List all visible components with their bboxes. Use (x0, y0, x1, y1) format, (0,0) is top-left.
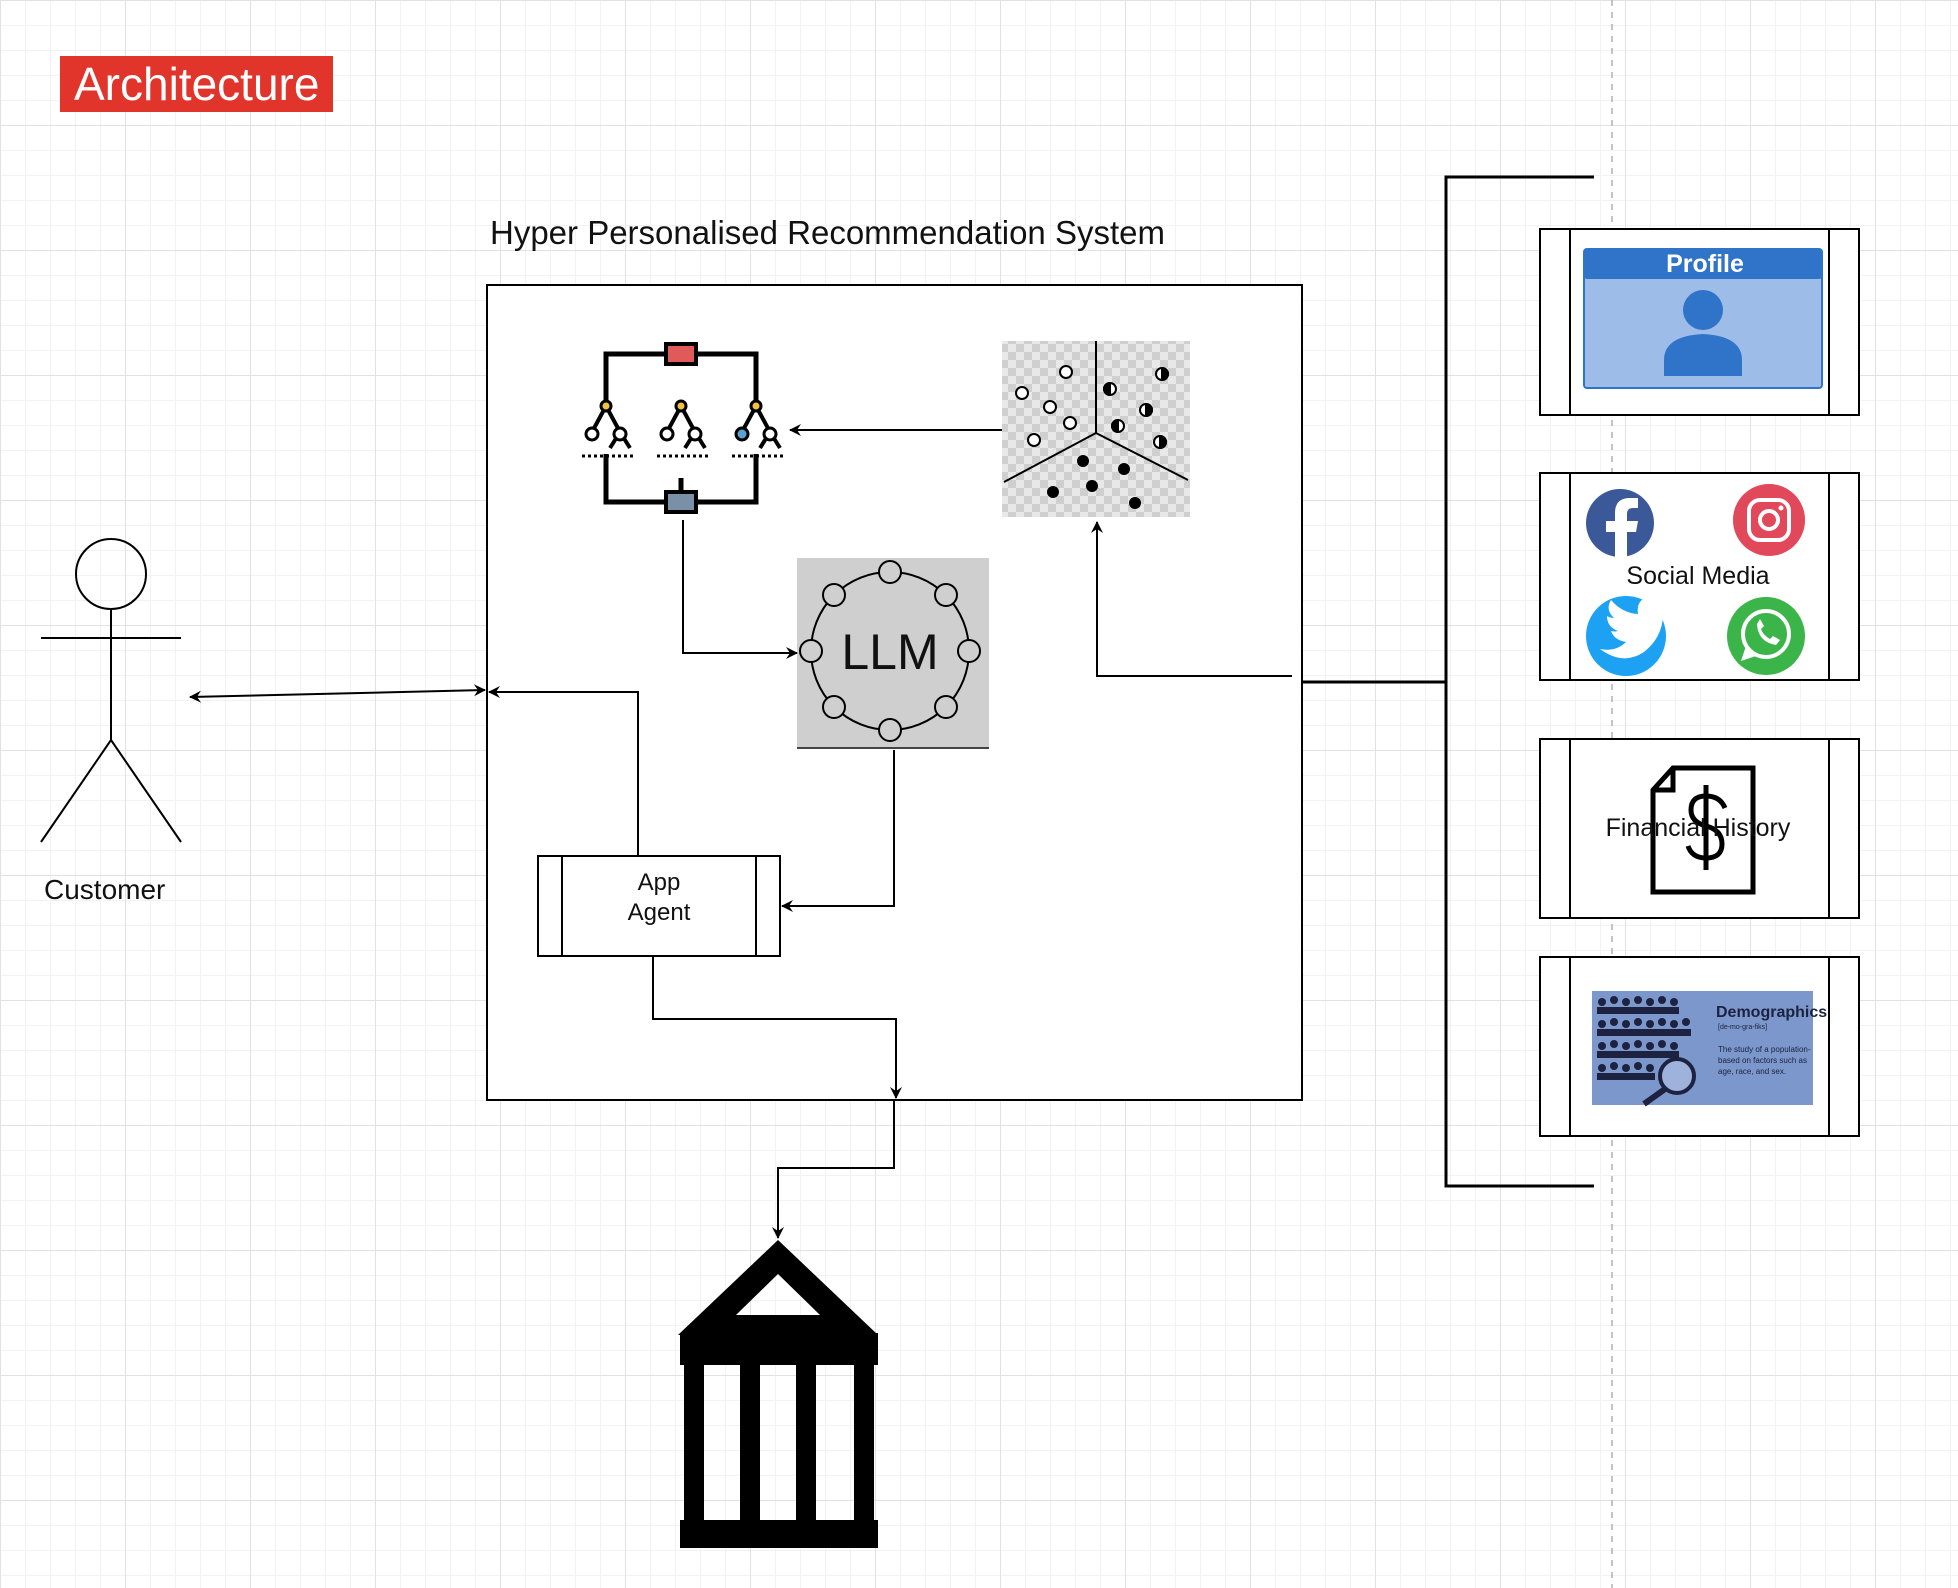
stick-figure-icon[interactable] (40, 538, 182, 843)
app-agent-label-line-2: Agent (627, 899, 691, 926)
bank-building-icon[interactable] (678, 1240, 878, 1548)
demographics-pronunciation: [de-mo-gra-fiks] (1718, 1024, 1768, 1031)
system-to-bank-connector[interactable] (772, 1100, 895, 1239)
dollar-document-icon (1650, 765, 1756, 895)
agent-to-customer-connector[interactable] (488, 686, 639, 856)
twitter-icon (1586, 596, 1670, 676)
social-media-label: Social Media (1626, 562, 1770, 590)
llm-label: LLM (841, 624, 938, 680)
profile-card-title: Profile (1666, 250, 1744, 278)
clustering-scatter-icon (1002, 341, 1190, 517)
demographics-people-icon (1592, 991, 1813, 1107)
system-title: Hyper Personalised Recommendation System (490, 214, 1165, 251)
financial-history-label: Financial History (1605, 814, 1791, 842)
app-agent-process-box[interactable] (537, 855, 781, 957)
app-agent-label: App Agent (600, 868, 718, 928)
whatsapp-icon (1727, 597, 1805, 675)
instagram-icon (1733, 484, 1805, 556)
demographics-description: The study of a population-based on facto… (1718, 1045, 1811, 1076)
user-profile-card-icon (1583, 248, 1823, 389)
tree-to-llm-connector[interactable] (682, 520, 798, 659)
facebook-icon (1586, 489, 1654, 557)
agent-to-bank-connector[interactable] (652, 956, 902, 1099)
sources-to-cluster-connector[interactable] (1091, 521, 1292, 677)
llm-network-icon: LLM (797, 558, 989, 749)
data-sources-bracket (1302, 175, 1594, 1188)
customer-label: Customer (44, 874, 166, 905)
page-title: Architecture (60, 56, 334, 112)
app-agent-label-line-1: App (637, 869, 681, 896)
ensemble-decision-tree-icon (582, 342, 786, 514)
customer-system-connector[interactable] (189, 684, 486, 703)
demographics-heading: Demographics (1716, 1004, 1828, 1021)
llm-to-agent-connector[interactable] (781, 750, 895, 912)
